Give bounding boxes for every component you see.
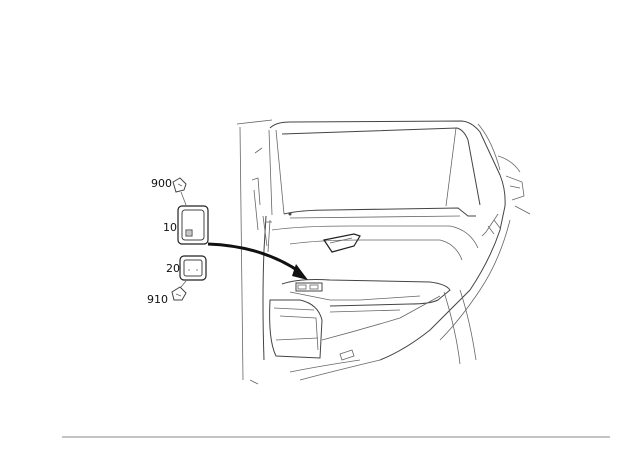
part-900-connector — [172, 177, 187, 193]
part-10-window-switch — [177, 205, 209, 245]
rear-door-illustration — [236, 119, 531, 385]
leader-line-900 — [180, 191, 187, 206]
part-label-10: 10 — [163, 221, 177, 234]
part-label-20: 20 — [166, 262, 180, 275]
leader-line-910 — [180, 280, 187, 288]
installation-arrow — [207, 242, 308, 280]
part-label-910: 910 — [147, 293, 168, 306]
part-label-900: 900 — [151, 177, 172, 190]
part-20-switch-cover — [179, 255, 207, 281]
part-910-connector — [171, 286, 187, 301]
